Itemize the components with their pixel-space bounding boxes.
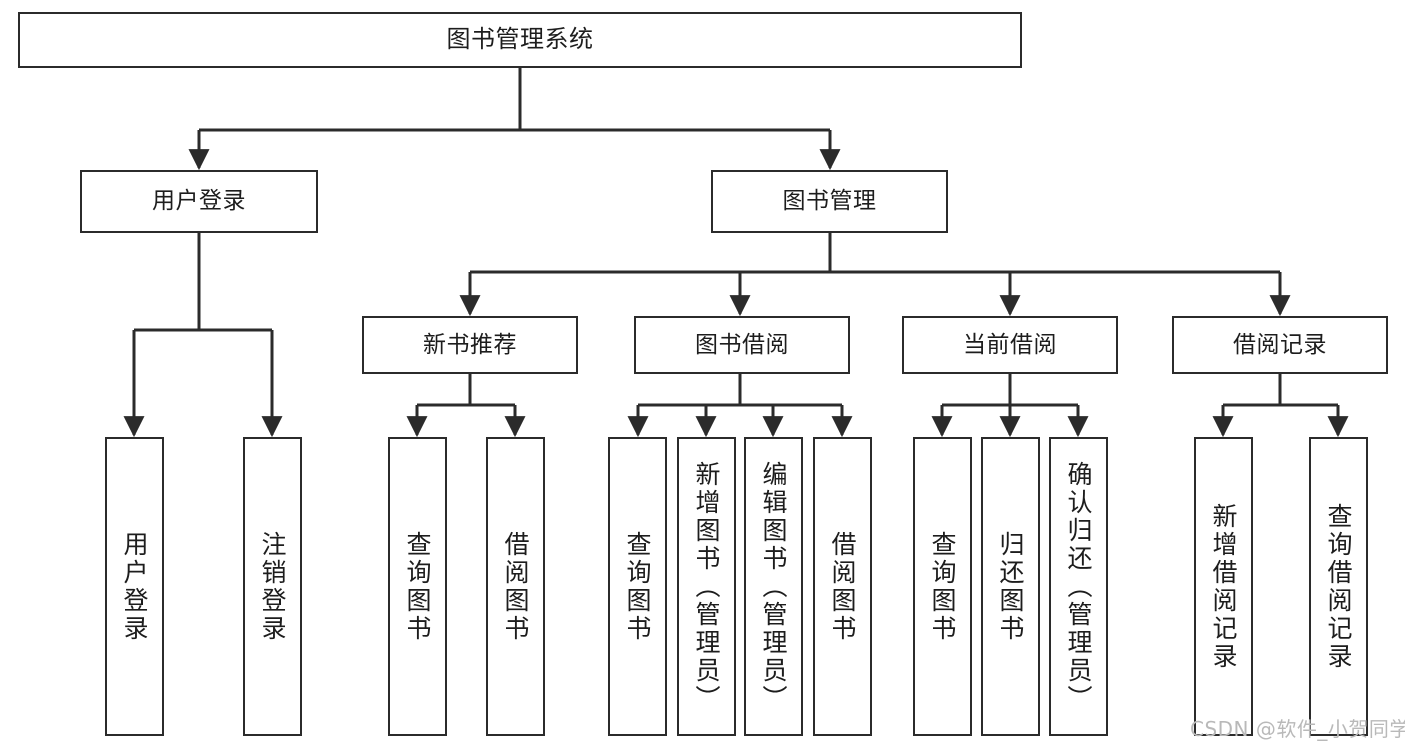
node-leaf-query-record[interactable]: 查询借阅记录	[1309, 437, 1368, 736]
node-label: 注销登录	[258, 530, 287, 643]
node-leaf-logout-login[interactable]: 注销登录	[243, 437, 302, 736]
node-label: 图书管理	[782, 188, 877, 215]
node-label: 图书管理系统	[446, 25, 594, 54]
node-label: 归还图书	[996, 530, 1025, 643]
node-leaf-borrow-book-1[interactable]: 借阅图书	[486, 437, 545, 736]
node-current-borrow[interactable]: 当前借阅	[902, 316, 1118, 374]
node-label: 新增图书（管理员）	[692, 460, 721, 713]
node-borrow-record[interactable]: 借阅记录	[1172, 316, 1388, 374]
node-leaf-return-book[interactable]: 归还图书	[981, 437, 1040, 736]
node-leaf-borrow-book-2[interactable]: 借阅图书	[813, 437, 872, 736]
node-leaf-edit-book[interactable]: 编辑图书（管理员）	[744, 437, 803, 736]
node-leaf-user-login[interactable]: 用户登录	[105, 437, 164, 736]
node-label: 借阅记录	[1233, 331, 1327, 358]
node-label: 编辑图书（管理员）	[759, 460, 788, 713]
node-leaf-add-record[interactable]: 新增借阅记录	[1194, 437, 1253, 736]
node-leaf-query-book-2[interactable]: 查询图书	[608, 437, 667, 736]
node-label: 查询图书	[403, 530, 432, 643]
node-label: 新增借阅记录	[1209, 502, 1238, 671]
node-user-login[interactable]: 用户登录	[80, 170, 318, 233]
node-label: 用户登录	[152, 188, 246, 215]
node-label: 借阅图书	[501, 530, 530, 643]
node-book-management[interactable]: 图书管理	[711, 170, 948, 233]
node-label: 查询图书	[928, 530, 957, 643]
node-label: 查询借阅记录	[1324, 502, 1353, 671]
csdn-watermark: CSDN @软件_小贺同学	[1190, 717, 1405, 741]
node-leaf-query-book-1[interactable]: 查询图书	[388, 437, 447, 736]
node-label: 查询图书	[623, 530, 652, 643]
node-label: 新书推荐	[423, 331, 517, 358]
node-label: 用户登录	[120, 530, 149, 643]
node-new-book-recommend[interactable]: 新书推荐	[362, 316, 578, 374]
node-label: 当前借阅	[963, 331, 1057, 358]
node-label: 确认归还（管理员）	[1064, 460, 1093, 713]
node-leaf-confirm-return[interactable]: 确认归还（管理员）	[1049, 437, 1108, 736]
node-leaf-add-book[interactable]: 新增图书（管理员）	[677, 437, 736, 736]
node-label: 借阅图书	[828, 530, 857, 643]
node-root-book-management-system[interactable]: 图书管理系统	[18, 12, 1022, 68]
node-book-borrow[interactable]: 图书借阅	[634, 316, 850, 374]
node-label: 图书借阅	[695, 331, 789, 358]
node-leaf-query-book-3[interactable]: 查询图书	[913, 437, 972, 736]
